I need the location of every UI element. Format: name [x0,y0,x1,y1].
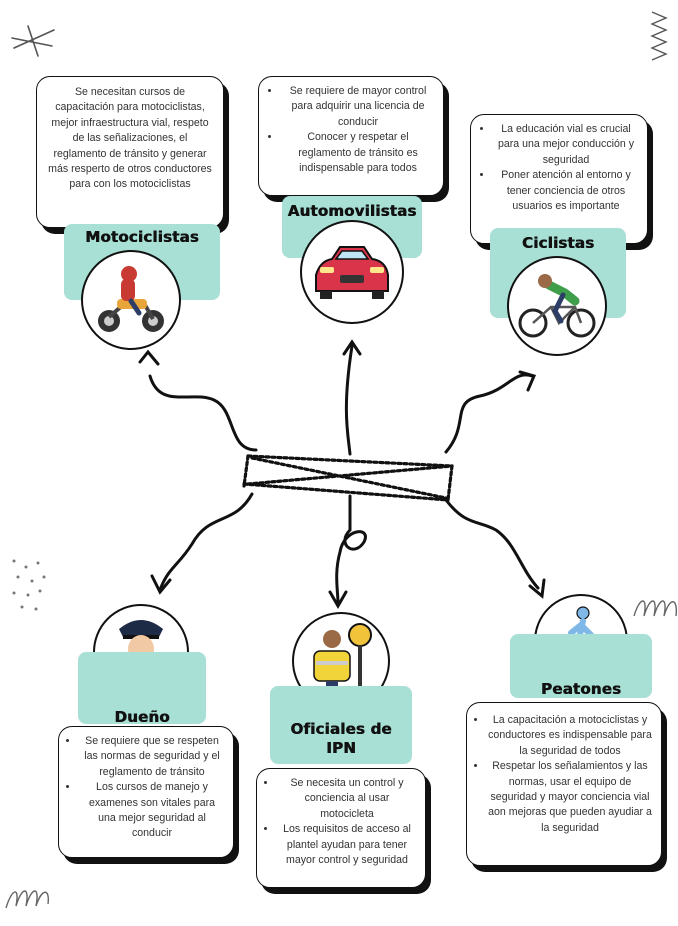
dueno-text-box: Se requiere que se respeten las normas d… [58,726,234,858]
ciclistas-text-box: La educación vial es crucial para una me… [470,114,648,244]
oficiales-label-line2: IPN [326,739,356,757]
ciclistas-bullet: La educación vial es crucial para una me… [493,122,639,168]
loops-doodle-left [5,890,50,909]
automovilistas-text-box: Se requiere de mayor control para adquir… [258,76,444,196]
motociclistas-label: Motociclistas [85,228,199,246]
zigzag-doodle [650,11,668,61]
dueno-bullet: Los cursos de manejo y examenes son vita… [79,780,225,842]
motociclistas-circle [81,250,181,350]
ciclistas-label: Ciclistas [521,234,595,252]
dueno-label: Dueño [114,708,170,726]
peatones-bullets: La capacitación a motociclistas y conduc… [471,713,653,836]
automovilistas-label: Automovilistas [287,202,417,220]
ciclistas-bullet: Poner atención al entorno y tener concie… [493,168,639,214]
ciclistas-bullets: La educación vial es crucial para una me… [477,122,639,214]
oficiales-label: Oficiales de IPN [270,720,412,758]
automovilistas-circle [300,220,404,324]
oficiales-label-bg [270,686,412,764]
peatones-label-bg [510,634,652,698]
dueno-bullets: Se requiere que se respeten las normas d… [63,734,225,842]
peatones-label: Peatones [540,680,622,698]
peatones-bullet: Respetar los señalamientos y las normas,… [487,759,653,836]
dots-doodle [12,559,46,611]
car-icon [315,246,389,299]
dueno-bullet: Se requiere que se respeten las normas d… [79,734,225,780]
motorcycle-rider-icon [98,266,164,332]
automovilistas-bullets: Se requiere de mayor control para adquir… [265,84,435,176]
cyclist-icon [518,274,596,338]
ciclistas-circle [507,256,607,356]
peatones-text-box: La capacitación a motociclistas y conduc… [466,702,662,866]
oficiales-bullet: Se necesita un control y conciencia al u… [277,776,417,822]
oficiales-bullets: Se necesita un control y conciencia al u… [261,776,417,868]
oficiales-label-line1: Oficiales de [290,720,392,738]
oficiales-text-box: Se necesita un control y conciencia al u… [256,768,426,888]
automovilistas-bullet: Conocer y respetar el reglamento de trán… [281,130,435,176]
motociclistas-text: Se necesitan cursos de capacitación para… [48,86,212,191]
star-doodle [11,25,55,57]
peatones-bullet: La capacitación a motociclistas y conduc… [487,713,653,759]
oficiales-bullet: Los requisitos de acceso al plantel ayud… [277,822,417,868]
motociclistas-text-box: Se necesitan cursos de capacitación para… [36,76,224,228]
dueno-label-bg [78,652,206,724]
loops-doodle-right [633,600,678,617]
automovilistas-bullet: Se requiere de mayor control para adquir… [281,84,435,130]
